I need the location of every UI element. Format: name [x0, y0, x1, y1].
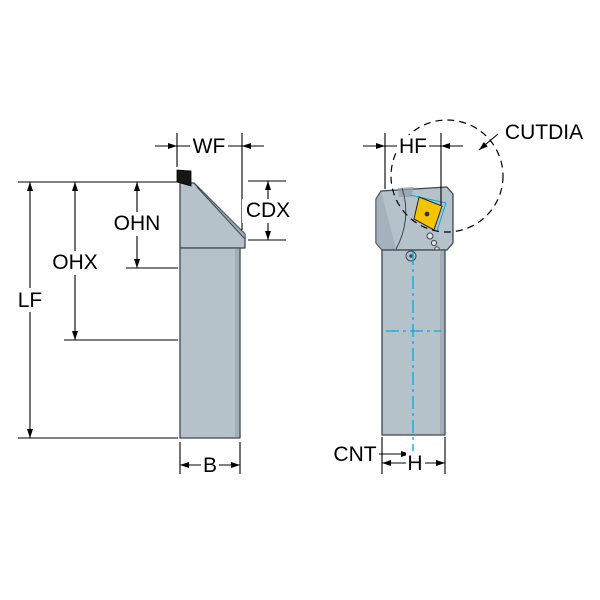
left-shank — [179, 247, 241, 439]
dim-lf: LF — [14, 181, 178, 439]
cdx-label: CDX — [246, 199, 290, 222]
cutdia-leader-arrow — [478, 133, 499, 151]
ohn-label: OHN — [114, 212, 161, 235]
h-label: H — [407, 452, 422, 475]
left-head — [179, 182, 246, 249]
dim-cdx: CDX — [242, 180, 294, 241]
junction-dot — [409, 254, 413, 258]
dim-b: B — [179, 442, 241, 477]
coolant-hole-1 — [426, 232, 434, 240]
cutdia-label: CUTDIA — [505, 121, 583, 144]
insert-screw-hole — [424, 211, 430, 217]
wf-label: WF — [193, 135, 226, 158]
left-view-tool — [176, 169, 246, 439]
dim-wf: WF — [155, 133, 264, 230]
lf-label: LF — [18, 289, 43, 312]
right-shank-shadow — [440, 251, 444, 434]
left-insert-tip — [176, 169, 192, 187]
dim-h: H — [381, 437, 446, 475]
dim-hf: HF — [363, 133, 463, 205]
right-view-tool — [375, 186, 454, 459]
dim-ohn: OHN — [110, 182, 178, 269]
ohx-label: OHX — [52, 251, 98, 274]
cnt-label: CNT — [333, 443, 376, 466]
left-shank-shadow — [235, 249, 240, 437]
coolant-hole-2 — [430, 239, 438, 247]
right-head-left-face — [376, 191, 396, 250]
left-head-edge-line — [196, 186, 246, 240]
dim-ohx: OHX — [48, 182, 178, 341]
dim-cnt: CNT — [333, 443, 410, 466]
cutdia-circle — [390, 119, 504, 233]
dim-cutdia: CUTDIA — [390, 119, 583, 233]
b-label: B — [203, 454, 217, 477]
hf-label: HF — [399, 135, 427, 158]
right-head-clamp-curve — [395, 187, 407, 250]
junction-circle — [405, 250, 417, 262]
